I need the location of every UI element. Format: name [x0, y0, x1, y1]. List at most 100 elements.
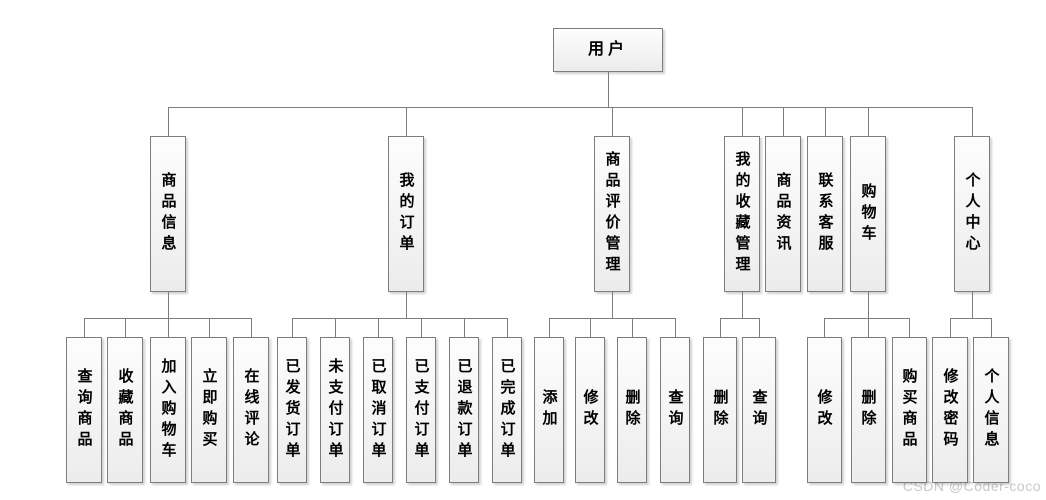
connector-line: [612, 107, 613, 136]
connector-line: [590, 318, 591, 337]
node-label-review-add: 添加: [540, 389, 558, 431]
connector-line: [950, 318, 992, 319]
connector-line: [972, 107, 973, 136]
connector-line: [168, 107, 169, 136]
node-shopping-cart: 购物车: [850, 136, 886, 292]
node-personal-info: 个人信息: [973, 337, 1009, 483]
node-contact-customer-service: 联系客服: [807, 136, 843, 292]
connector-line: [742, 292, 743, 318]
node-label-review-modify: 修改: [581, 389, 599, 431]
connector-line: [759, 318, 760, 337]
node-label-shipped-orders: 已发货订单: [283, 357, 301, 463]
node-refunded-orders: 已退款订单: [449, 337, 479, 483]
connector-line: [825, 107, 826, 136]
node-product-review-management: 商品评价管理: [594, 136, 630, 292]
node-label-favorite-product: 收藏商品: [116, 368, 134, 452]
connector-line: [612, 292, 613, 318]
node-cancelled-orders: 已取消订单: [363, 337, 393, 483]
node-label-personal-info: 个人信息: [982, 368, 1000, 452]
node-cart-modify: 修改: [806, 337, 842, 483]
connector-line: [909, 318, 910, 337]
node-add-to-cart: 加入购物车: [150, 337, 186, 483]
node-label-cancelled-orders: 已取消订单: [369, 357, 387, 463]
node-completed-orders: 已完成订单: [492, 337, 522, 483]
connector-line: [868, 107, 869, 136]
node-label-review-query: 查询: [666, 389, 684, 431]
node-change-password: 修改密码: [932, 337, 968, 483]
node-label-product-news: 商品资讯: [774, 172, 792, 256]
connector-line: [125, 318, 126, 337]
node-label-completed-orders: 已完成订单: [498, 357, 516, 463]
node-label-favorite-delete: 删除: [711, 389, 729, 431]
connector-line: [464, 318, 465, 337]
node-cart-buy-product: 购买商品: [891, 337, 927, 483]
node-review-modify: 修改: [575, 337, 605, 483]
node-label-review-delete: 删除: [623, 389, 641, 431]
connector-line: [251, 318, 252, 337]
connector-line: [168, 292, 169, 318]
node-user: 用户: [553, 28, 663, 72]
node-label-paid-orders: 已支付订单: [412, 357, 430, 463]
connector-line: [549, 318, 676, 319]
connector-line: [632, 318, 633, 337]
connector-line: [378, 318, 379, 337]
node-review-add: 添加: [534, 337, 564, 483]
connector-line: [868, 318, 869, 337]
connector-line: [950, 318, 951, 337]
node-favorite-delete: 删除: [703, 337, 737, 483]
node-label-cart-modify: 修改: [815, 389, 833, 431]
node-label-query-product: 查询商品: [75, 368, 93, 452]
node-label-my-orders: 我的订单: [397, 172, 415, 256]
node-label-cart-delete: 删除: [859, 389, 877, 431]
node-product-news: 商品资讯: [765, 136, 801, 292]
node-personal-center: 个人中心: [954, 136, 990, 292]
node-review-query: 查询: [660, 337, 690, 483]
connector-line: [168, 318, 169, 337]
node-my-favorites-management: 我的收藏管理: [724, 136, 760, 292]
node-label-personal-center: 个人中心: [963, 172, 981, 256]
node-shipped-orders: 已发货订单: [277, 337, 307, 483]
node-label-change-password: 修改密码: [941, 368, 959, 452]
node-product-info: 商品信息: [150, 136, 186, 292]
connector-line: [406, 292, 407, 318]
connector-line: [675, 318, 676, 337]
node-favorite-query: 查询: [742, 337, 776, 483]
connector-line: [507, 318, 508, 337]
connector-line: [406, 107, 407, 136]
node-label-product-info: 商品信息: [159, 172, 177, 256]
connector-line: [991, 318, 992, 337]
node-label-buy-now: 立即购买: [200, 368, 218, 452]
connector-line: [209, 318, 210, 337]
connector-line: [292, 318, 293, 337]
connector-line: [421, 318, 422, 337]
node-label-product-review-management: 商品评价管理: [603, 151, 621, 277]
connector-line: [84, 318, 85, 337]
node-label-user: 用户: [587, 41, 628, 58]
node-online-review: 在线评论: [233, 337, 269, 483]
connector-line: [292, 318, 508, 319]
node-review-delete: 删除: [617, 337, 647, 483]
node-label-shopping-cart: 购物车: [859, 182, 877, 246]
node-label-my-favorites-management: 我的收藏管理: [733, 151, 751, 277]
node-label-add-to-cart: 加入购物车: [159, 357, 177, 463]
connector-line: [868, 292, 869, 318]
connector-line: [742, 107, 743, 136]
connector-line: [824, 318, 825, 337]
node-buy-now: 立即购买: [191, 337, 227, 483]
connector-line: [335, 318, 336, 337]
node-label-favorite-query: 查询: [750, 389, 768, 431]
node-my-orders: 我的订单: [388, 136, 424, 292]
node-query-product: 查询商品: [66, 337, 102, 483]
connector-line: [972, 292, 973, 318]
connector-line: [168, 107, 973, 108]
connector-line: [608, 72, 609, 107]
node-label-contact-customer-service: 联系客服: [816, 172, 834, 256]
connector-line: [783, 107, 784, 136]
node-paid-orders: 已支付订单: [406, 337, 436, 483]
connector-line: [720, 318, 721, 337]
node-cart-delete: 删除: [850, 337, 886, 483]
connector-line: [720, 318, 760, 319]
node-label-online-review: 在线评论: [242, 368, 260, 452]
node-label-unpaid-orders: 未支付订单: [326, 357, 344, 463]
